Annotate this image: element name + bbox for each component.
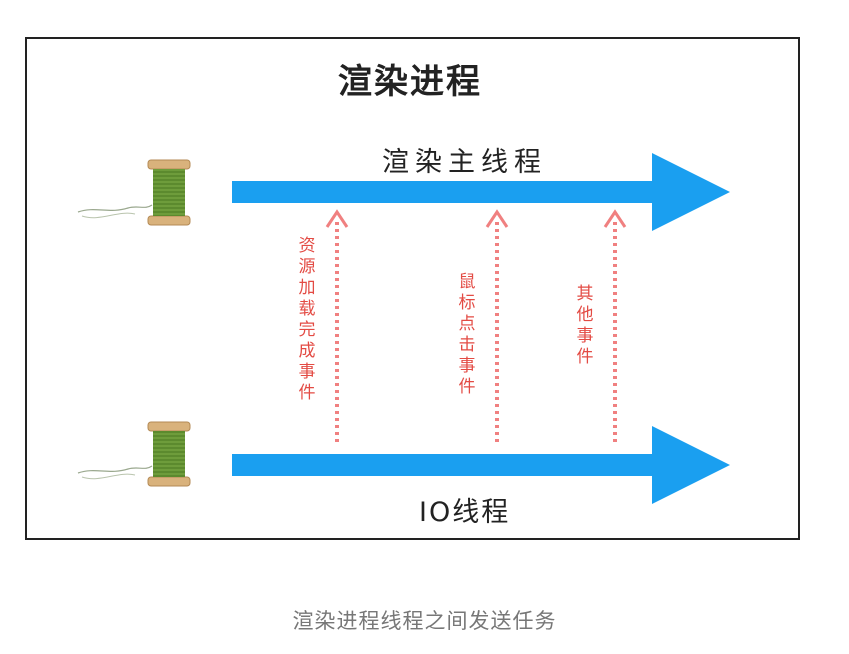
render-process-title: 渲染进程	[338, 62, 482, 102]
event-label-other: 其他事件	[576, 284, 594, 367]
event-arrow-other	[603, 209, 627, 442]
event-arrow-resource-loaded	[325, 209, 349, 442]
event-label-resource-loaded: 资源加载完成事件	[298, 236, 316, 403]
main-thread-label: 渲染主线程	[382, 147, 547, 178]
io-thread-arrow	[232, 426, 730, 504]
thread-spool-icon	[77, 159, 191, 226]
event-label-mouse-click: 鼠标点击事件	[458, 272, 476, 397]
thread-spool-icon	[77, 421, 191, 487]
figure-caption: 渲染进程线程之间发送任务	[292, 609, 557, 633]
main-thread-arrow	[232, 153, 730, 231]
event-arrow-mouse-click	[485, 209, 509, 442]
io-thread-label: IO线程	[419, 497, 511, 528]
